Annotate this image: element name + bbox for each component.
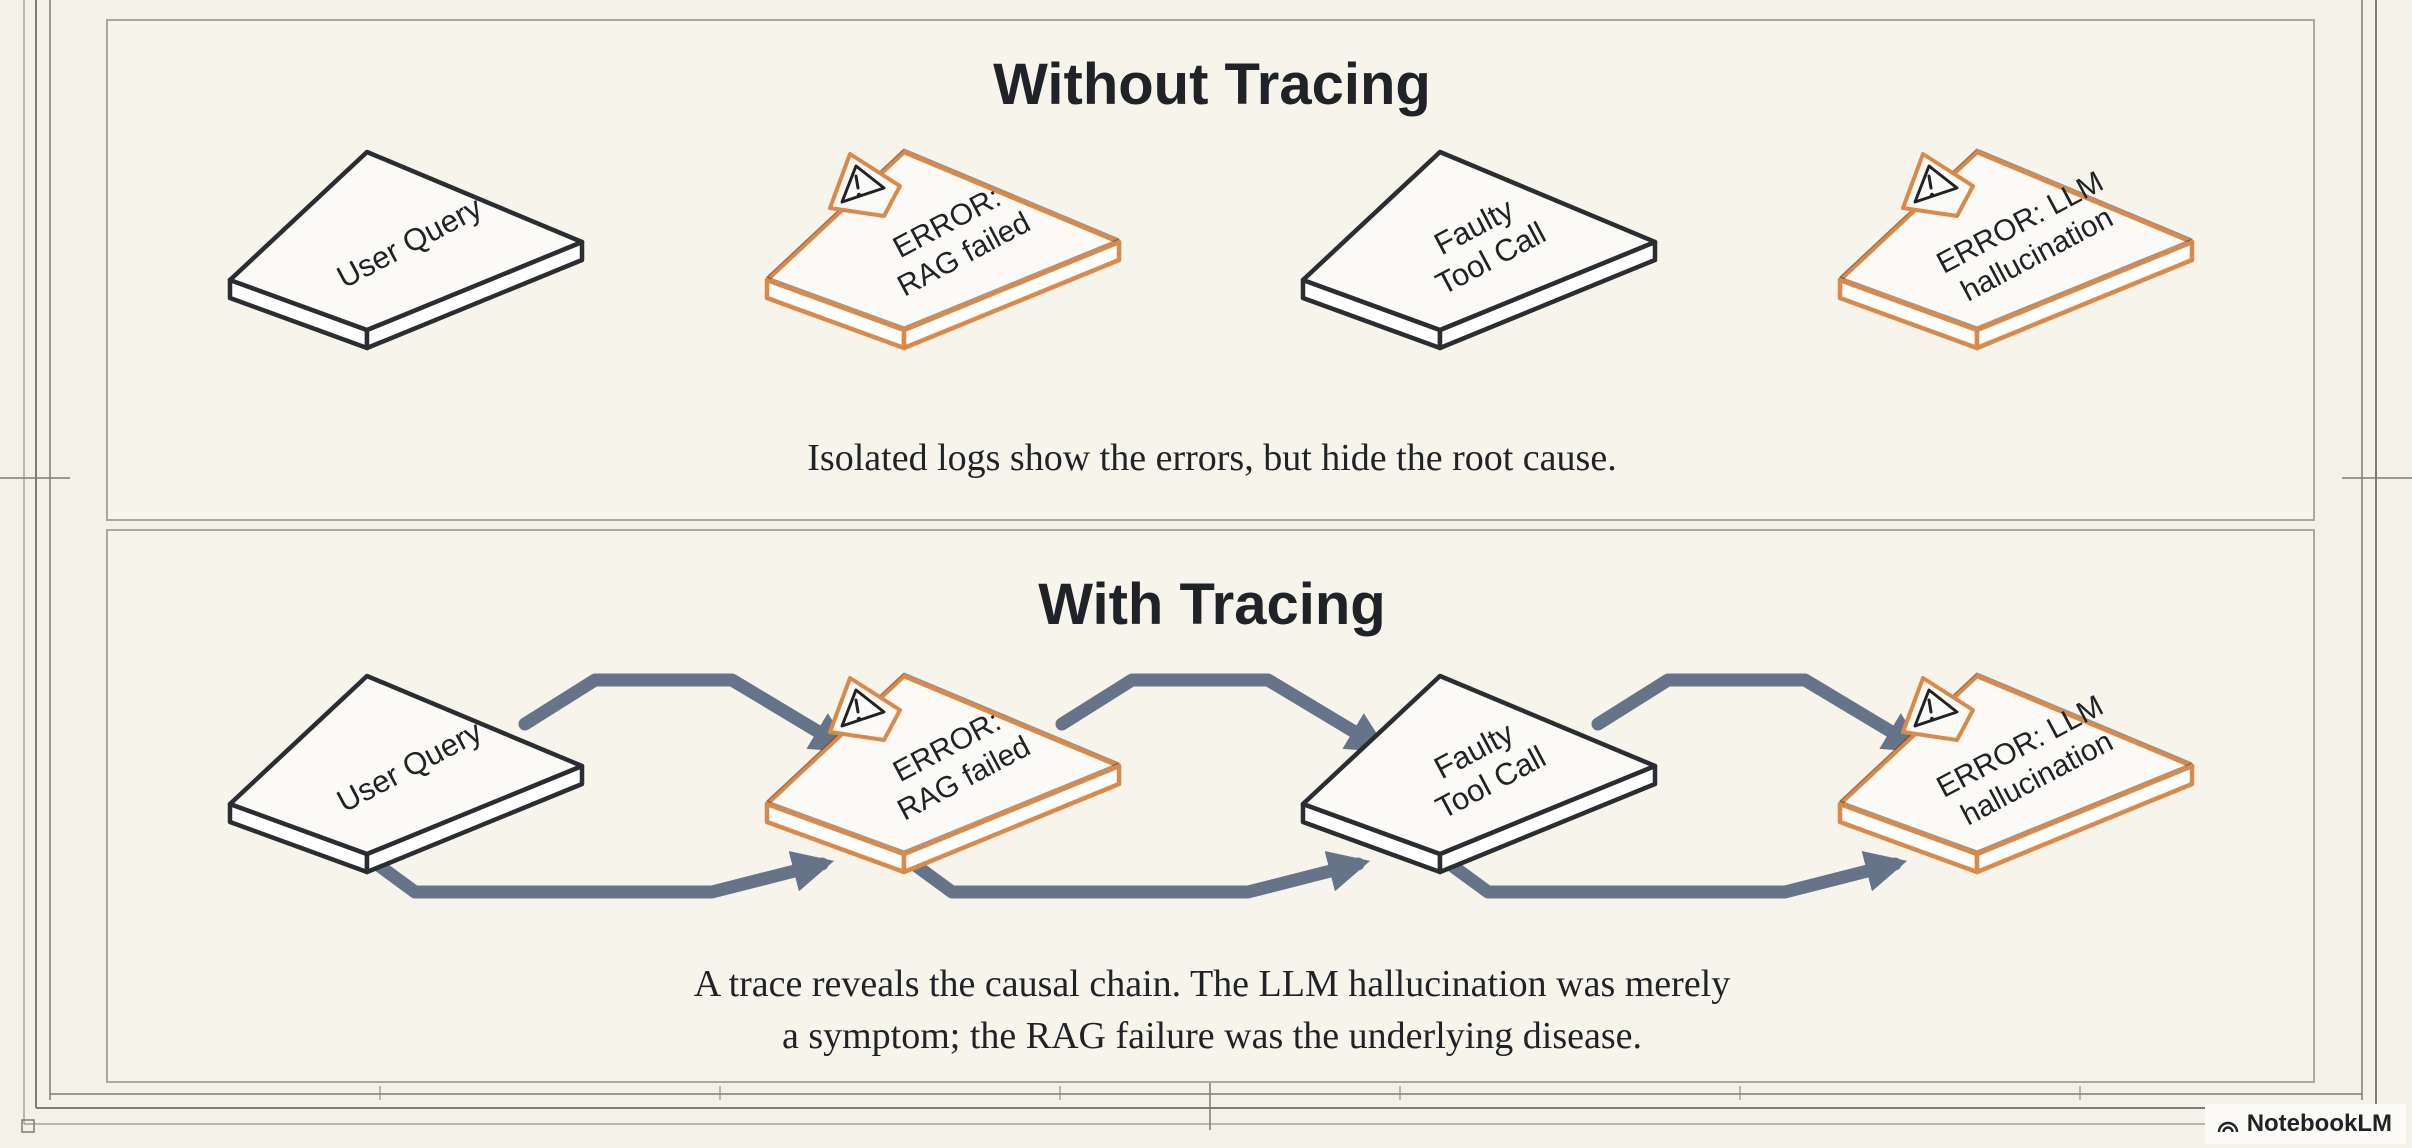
notebooklm-logo-icon [2217,1121,2238,1133]
notebooklm-badge: NotebookLM [2204,1104,2406,1144]
trace-arrow-upper [1591,673,1926,753]
notebooklm-label: NotebookLM [2246,1110,2392,1137]
trace-arrow-upper [1055,673,1389,753]
error-card-with-1: ERROR:RAG failed [764,672,1122,875]
without-tracing-caption: Isolated logs show the errors, but hide … [807,437,1616,479]
without-tracing-title: Without Tracing [993,52,1431,117]
card-without-0: User Query [227,149,585,351]
with-tracing-caption-line-1: A trace reveals the causal chain. The LL… [694,963,1731,1005]
error-card-without-1: ERROR:RAG failed [764,148,1122,351]
with-tracing-caption-line-2: a symptom; the RAG failure was the under… [782,1015,1642,1057]
card-with-0: User Query [227,673,585,875]
trace-arrow-upper [518,673,853,753]
with-tracing-title: With Tracing [1038,572,1386,637]
